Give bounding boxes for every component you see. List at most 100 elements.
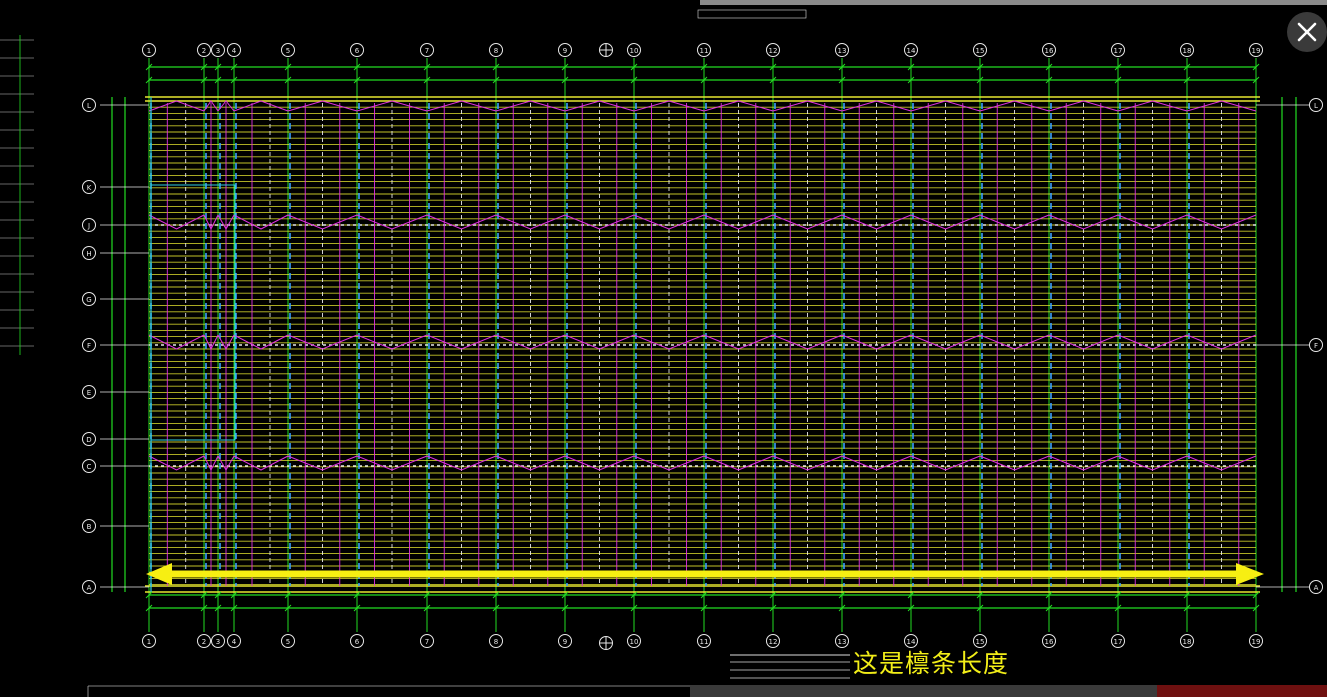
dimension-tick <box>769 63 777 71</box>
dimension-tick <box>1252 604 1260 612</box>
dimension-tick <box>769 76 777 84</box>
dimension-tick <box>423 63 431 71</box>
column-axis-label: 6 <box>355 47 360 55</box>
dimension-tick <box>630 591 638 599</box>
row-axis-bubble <box>82 292 96 306</box>
diagonal-brace <box>772 455 843 471</box>
column-axis-label: 14 <box>907 638 916 646</box>
column-axis-bubble <box>1111 634 1125 648</box>
dimension-tick <box>630 604 638 612</box>
column-axis-bubble <box>697 43 711 57</box>
dimension-tick <box>214 76 222 84</box>
dimension-tick <box>838 63 846 71</box>
diagonal-brace <box>1048 214 1119 230</box>
column-axis-label: 1 <box>147 47 151 55</box>
diagonal-brace <box>772 334 843 350</box>
diagonal-brace <box>1117 214 1188 230</box>
dimension-tick <box>907 76 915 84</box>
column-axis-bubble <box>1042 43 1056 57</box>
dimension-tick <box>561 63 569 71</box>
column-axis-label: 3 <box>216 47 220 55</box>
diagonal-brace <box>426 100 497 112</box>
diagonal-brace <box>1048 100 1119 112</box>
dimension-tick <box>230 76 238 84</box>
diagonal-brace <box>1186 100 1257 112</box>
dimension-tick <box>200 76 208 84</box>
top-scrollbar[interactable] <box>700 0 1327 5</box>
column-axis-bubble <box>211 634 225 648</box>
column-axis-bubble <box>1249 43 1263 57</box>
column-axis-bubble <box>420 634 434 648</box>
double-arrow-icon <box>1236 563 1264 585</box>
column-axis-bubble <box>766 634 780 648</box>
column-axis-bubble <box>973 43 987 57</box>
dimension-tick <box>145 604 153 612</box>
dimension-tick <box>838 76 846 84</box>
dimension-tick <box>1114 76 1122 84</box>
column-axis-bubble <box>835 634 849 648</box>
row-axis-bubble <box>82 459 96 473</box>
dimension-tick <box>353 76 361 84</box>
column-axis-label: 13 <box>838 638 847 646</box>
dimension-tick <box>1183 63 1191 71</box>
diagonal-brace <box>217 455 235 472</box>
dimension-tick <box>1183 604 1191 612</box>
column-axis-bubble <box>281 634 295 648</box>
diagonal-brace <box>1117 455 1188 471</box>
row-axis-bubble <box>1309 338 1323 352</box>
dimension-tick <box>423 591 431 599</box>
dimension-tick <box>1252 76 1260 84</box>
diagonal-brace <box>495 100 566 112</box>
column-axis-bubble <box>904 634 918 648</box>
close-button[interactable] <box>1287 12 1327 52</box>
column-axis-label: 13 <box>838 47 847 55</box>
row-axis-bubble <box>82 98 96 112</box>
column-axis-bubble <box>211 43 225 57</box>
column-axis-label: 5 <box>286 638 290 646</box>
column-axis-label: 15 <box>976 47 985 55</box>
diagonal-brace <box>356 334 428 350</box>
column-axis-label: 15 <box>976 638 985 646</box>
column-axis-bubble <box>197 634 211 648</box>
dimension-tick <box>1252 63 1260 71</box>
dimension-tick <box>214 591 222 599</box>
dimension-tick <box>976 76 984 84</box>
row-axis-label: F <box>87 342 91 350</box>
column-axis-label: 19 <box>1252 47 1261 55</box>
diagonal-brace <box>426 214 497 230</box>
row-axis-label: H <box>86 250 91 258</box>
diagonal-brace <box>287 100 358 112</box>
dimension-tick <box>976 63 984 71</box>
column-axis-bubble <box>489 634 503 648</box>
row-axis-label: A <box>1314 584 1319 592</box>
column-axis-label: 19 <box>1252 638 1261 646</box>
dimension-tick <box>423 76 431 84</box>
row-axis-bubble <box>82 580 96 594</box>
diagonal-brace <box>356 100 428 112</box>
column-axis-bubble <box>835 43 849 57</box>
diagonal-brace <box>841 100 912 112</box>
dimension-tick <box>1114 63 1122 71</box>
diagonal-brace <box>979 455 1050 471</box>
close-icon <box>1297 22 1317 42</box>
column-axis-bubble <box>558 634 572 648</box>
row-axis-label: F <box>1314 342 1318 350</box>
bottom-scrollbar[interactable] <box>690 685 1157 697</box>
row-axis-label: A <box>87 584 92 592</box>
diagonal-brace <box>495 214 566 230</box>
column-axis-label: 8 <box>494 638 498 646</box>
column-axis-label: 14 <box>907 47 916 55</box>
dimension-tick <box>492 63 500 71</box>
row-axis-label: J <box>87 222 90 230</box>
column-axis-bubble <box>420 43 434 57</box>
dimension-tick <box>1183 591 1191 599</box>
dimension-tick <box>561 76 569 84</box>
dimension-tick <box>1114 591 1122 599</box>
row-axis-bubble <box>82 218 96 232</box>
dimension-tick <box>700 604 708 612</box>
column-axis-label: 17 <box>1114 47 1123 55</box>
row-axis-bubble <box>82 385 96 399</box>
dimension-tick <box>700 63 708 71</box>
